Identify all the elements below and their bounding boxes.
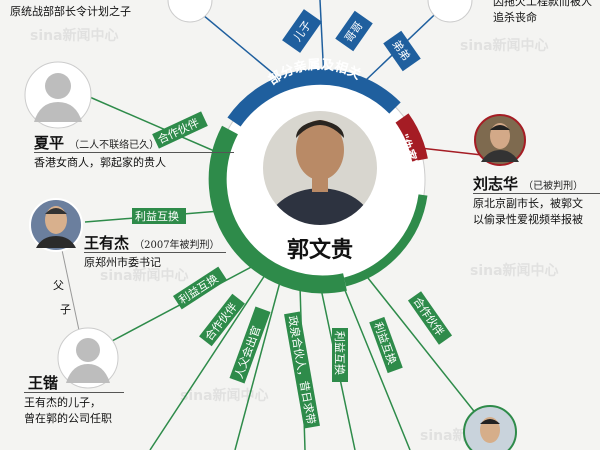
- connector: [359, 267, 486, 426]
- collab-tag: [407, 291, 453, 345]
- top-right-desc: 因拖欠工程款而被人 追杀丧命: [493, 0, 600, 26]
- xia-ping-name: 夏平: [34, 134, 65, 152]
- benefit-wang-label: 利益互换: [135, 209, 179, 223]
- connector-liu: [419, 147, 483, 156]
- wang-youjie-desc: 原郑州市委书记: [84, 256, 161, 269]
- wang-youjie-note: （2007年被判刑）: [134, 240, 220, 251]
- benefit-1-tag: [172, 266, 228, 310]
- connector: [94, 264, 256, 351]
- wang-kai-desc-line1: 王有杰的儿子，: [24, 396, 101, 409]
- family-arc: [227, 68, 401, 127]
- wang-youjie-photo: [29, 198, 83, 252]
- connector: [339, 277, 411, 450]
- benefit-3-label: 利益互换: [371, 320, 399, 366]
- partner-2-tag: [199, 293, 245, 347]
- liu-zhihua-desc-line1: 原北京副市长，被郭文: [473, 197, 583, 210]
- relation-son: 子: [60, 303, 71, 316]
- liu-zhihua-photo: [474, 114, 526, 166]
- relation-father: 父: [53, 279, 64, 292]
- brother-tag: [335, 10, 373, 52]
- enemy-arc: [395, 113, 428, 162]
- liu-zhihua-block: 刘志华 （已被判刑）: [473, 173, 583, 194]
- wang-kai-desc: 王有杰的儿子， 曾在郭的公司任职: [24, 395, 112, 427]
- benefit-2-tag: [332, 328, 348, 382]
- liu-zhihua-note: （已被判刑）: [523, 181, 584, 192]
- younger-brother-tag: [383, 30, 421, 72]
- liu-zhihua-desc: 原北京副市长，被郭文 以偷录性爱视频举报被: [473, 196, 600, 228]
- wang-youjie-divider: [84, 252, 226, 253]
- collab-label: 合作伙伴: [411, 294, 448, 338]
- xia-ping-block: 夏平 （二人不联络已久）: [34, 132, 159, 153]
- avatar-top-right: [427, 0, 473, 23]
- liu-zhihua-divider: [473, 193, 600, 194]
- watermark: sina新闻中心: [460, 37, 549, 54]
- watermark: sina新闻中心: [100, 267, 189, 284]
- xia-ping-desc: 香港女商人，郭起家的贵人: [34, 156, 166, 169]
- friends-arc: [208, 125, 347, 294]
- wang-kai-divider: [24, 392, 124, 393]
- son-tag: [282, 9, 322, 53]
- wang-youjie-block: 王有杰 （2007年被判刑）: [84, 232, 220, 253]
- connector-xia: [84, 94, 236, 161]
- partner-xia-tag: [152, 111, 208, 149]
- xia-ping-divider: [34, 152, 234, 153]
- political-tag: [284, 311, 320, 429]
- benefit-3-tag: [369, 316, 403, 374]
- bottom-right-photo: [463, 405, 517, 450]
- watermark: sina新闻中心: [30, 27, 119, 44]
- peer-tag: [229, 306, 271, 384]
- center-name: 郭文贵: [287, 237, 354, 263]
- watermark: sina新闻中心: [180, 387, 269, 404]
- xia-ping-avatar: [24, 61, 92, 129]
- benefit-2-label: 利益互换: [333, 331, 347, 375]
- top-right-desc-line2: 追杀丧命: [493, 11, 537, 24]
- avatar-top-left: [167, 0, 213, 23]
- watermark: sina新闻中心: [470, 262, 559, 279]
- connector: [234, 281, 281, 450]
- political-label: 政泉合伙人，昔日求带: [286, 315, 319, 426]
- top-left-desc: 原统战部部长令计划之子: [10, 5, 131, 18]
- top-right-desc-line1: 因拖欠工程款而被人: [493, 0, 592, 8]
- friends-arc-thin: [343, 194, 428, 287]
- liu-zhihua-desc-line2: 以偷录性爱视频举报被: [473, 213, 583, 226]
- xia-ping-note: （二人不联络已久）: [69, 140, 160, 151]
- wang-kai-avatar: [57, 327, 119, 389]
- benefit-wang-tag: [132, 208, 186, 224]
- peer-label: 人父会出官: [231, 324, 263, 380]
- connector: [149, 274, 266, 450]
- connector-father-son: [61, 249, 81, 336]
- wang-youjie-name: 王有杰: [84, 234, 130, 252]
- wang-kai-name: 王锴: [28, 374, 59, 392]
- liu-zhihua-name: 刘志华: [473, 175, 519, 193]
- wang-kai-desc-line2: 曾在郭的公司任职: [24, 412, 112, 425]
